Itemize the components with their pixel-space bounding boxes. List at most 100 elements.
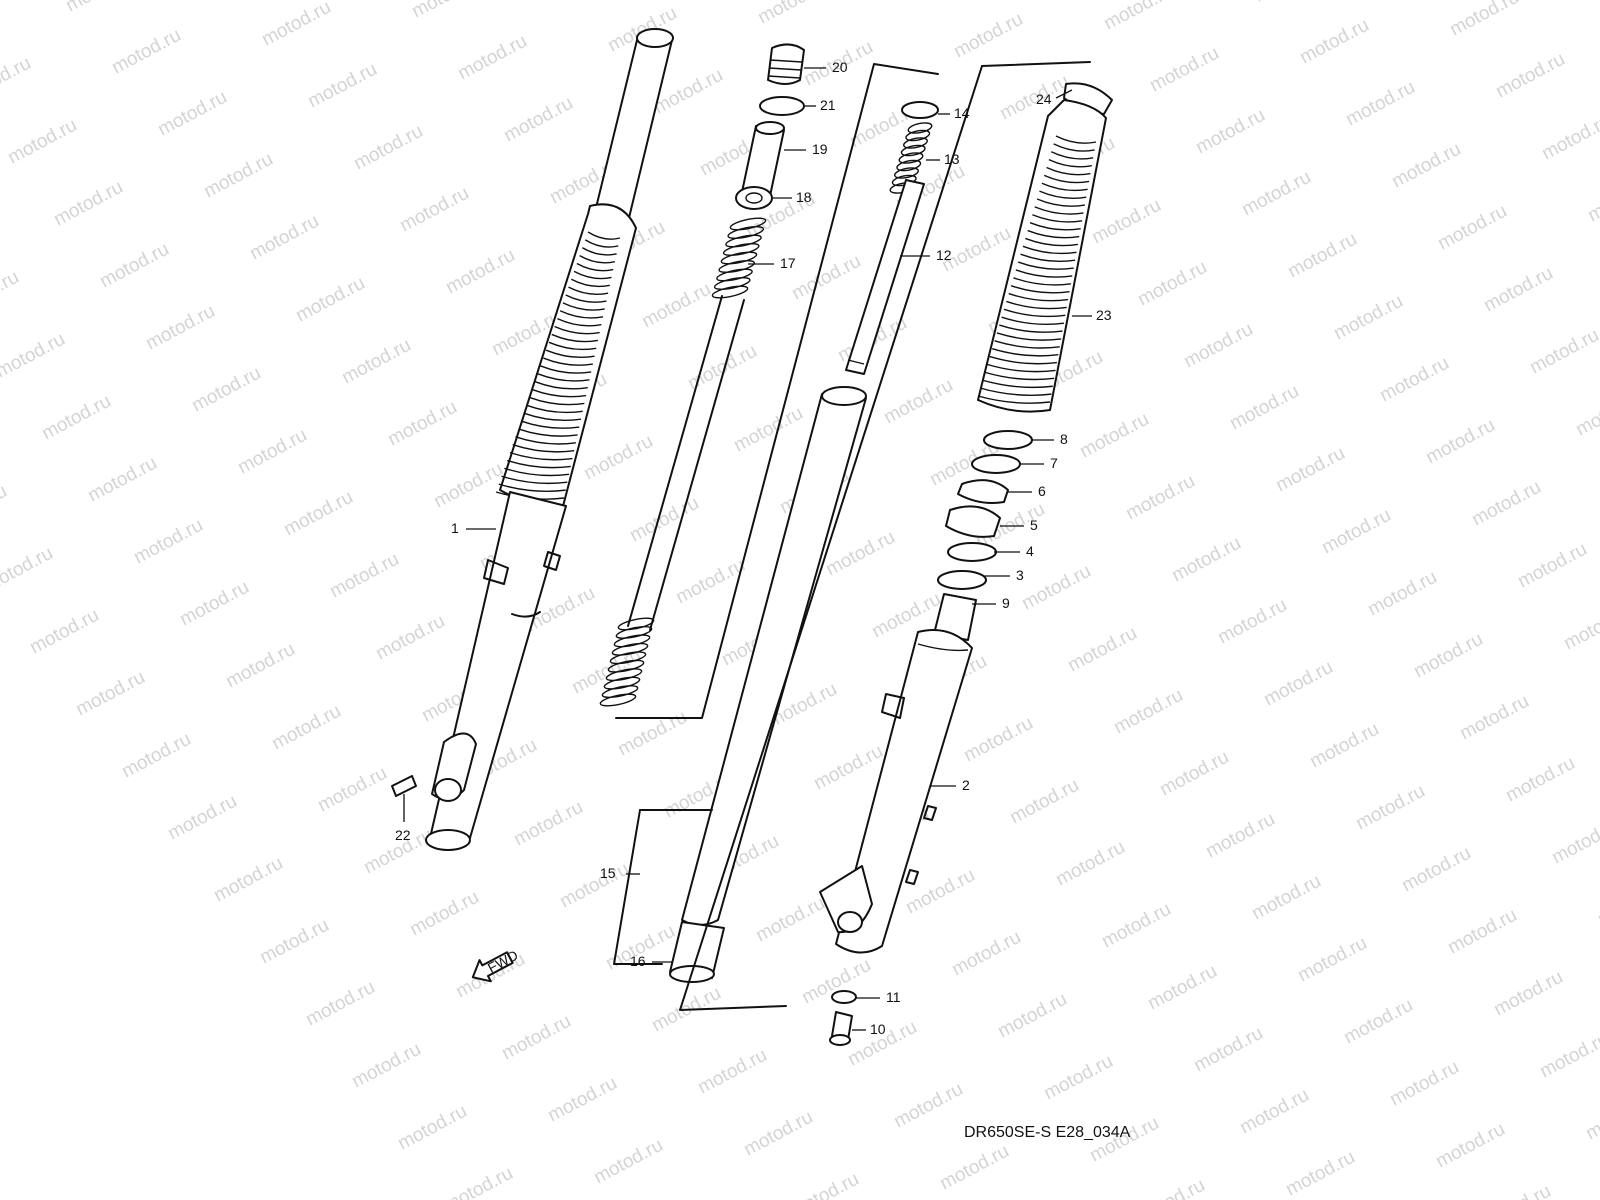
spring-coil [611, 642, 649, 656]
damper-rod-parts [669, 101, 939, 983]
boot-rib [1046, 166, 1091, 176]
watermark-text: motod.ru [314, 763, 390, 817]
watermark-text: motod.ru [498, 1011, 574, 1065]
watermark-text: motod.ru [430, 459, 506, 513]
watermark-text: motod.ru [292, 273, 368, 327]
watermark-text: motod.ru [1492, 49, 1568, 103]
spring-coil [615, 625, 653, 639]
right-fork-assembly [819, 82, 1113, 1046]
boot-rib [1003, 308, 1066, 318]
watermark-text: motod.ru [304, 59, 380, 113]
watermark-text: motod.ru [1560, 601, 1600, 655]
boot-rib [559, 310, 604, 319]
callout-3: 3 [1016, 567, 1024, 583]
watermark-text: motod.ru [200, 149, 276, 203]
spring-coil [894, 167, 919, 179]
boot-rib [557, 318, 602, 327]
watermark-text: motod.ru [1250, 0, 1326, 6]
boot-rib [534, 381, 588, 390]
watermark-text: motod.ru [1260, 657, 1336, 711]
fork-spring-top [711, 217, 767, 299]
watermark-text: motod.ru [590, 1135, 666, 1189]
callout-6: 6 [1038, 483, 1046, 499]
boot-rib [989, 355, 1058, 365]
watermark-text: motod.ru [752, 893, 828, 947]
watermark-text: motod.ru [638, 279, 714, 333]
callout-8: 8 [1060, 431, 1068, 447]
o-ring [759, 96, 805, 116]
watermark-text: motod.ru [350, 121, 426, 175]
boot-rib [551, 333, 599, 343]
boot-rib [1027, 229, 1080, 239]
callout-12: 12 [936, 247, 952, 263]
boot-rib [1017, 261, 1074, 270]
callout-2: 2 [962, 777, 970, 793]
spring-coil [725, 234, 762, 248]
boot-rib [568, 286, 609, 295]
watermark-text: motod.ru [1282, 1147, 1358, 1200]
bushing-4 [947, 542, 997, 562]
callout-21: 21 [820, 97, 836, 113]
watermark-text: motod.ru [1296, 15, 1372, 69]
boot-rib [996, 332, 1062, 341]
callout-16: 16 [630, 953, 646, 969]
watermark-text: motod.ru [556, 859, 632, 913]
watermark-text: motod.ru [1352, 781, 1428, 835]
washer-11 [831, 990, 857, 1004]
watermark-text: motod.ru [950, 9, 1026, 63]
left-tube-bottom [425, 829, 471, 851]
watermark-text: motod.ru [614, 707, 690, 761]
boot-rib [518, 428, 578, 437]
boot-rib [1006, 300, 1067, 310]
watermark-text: motod.ru [176, 577, 252, 631]
watermark-text: motod.ru [442, 245, 518, 299]
boot-rib [526, 404, 583, 414]
boot-rib [573, 270, 612, 280]
spring-coil [898, 152, 924, 164]
boot-rib [1025, 237, 1078, 247]
watermark-text: motod.ru [786, 1169, 862, 1200]
boot-rib [1020, 253, 1076, 263]
boot-rib [512, 444, 575, 453]
callout-15: 15 [600, 865, 616, 881]
spring-coil [713, 277, 751, 290]
watermark-text: motod.ru [0, 267, 23, 321]
watermark-text: motod.ru [256, 915, 332, 969]
watermark-text: motod.ru [880, 375, 956, 429]
boot-rib [1022, 245, 1077, 255]
watermark-text: motod.ru [1388, 139, 1464, 193]
boot-rib [1008, 292, 1069, 302]
boot-rib [1013, 277, 1072, 286]
watermark-text: motod.ru [96, 239, 172, 293]
watermark-text: motod.ru [1202, 809, 1278, 863]
watermark-text: motod.ru [62, 0, 138, 16]
boot-rib [531, 388, 587, 398]
watermark-text: motod.ru [1284, 229, 1360, 283]
boot-rib [554, 325, 600, 335]
watermark-text: motod.ru [0, 53, 35, 107]
watermark-text: motod.ru [788, 251, 864, 305]
boot-rib [506, 459, 571, 469]
spring-coil [617, 617, 655, 631]
watermark-text: motod.ru [1410, 629, 1486, 683]
watermark-text: motod.ru [268, 701, 344, 755]
watermark-text: motod.ru [1422, 415, 1498, 469]
spring-coil [729, 217, 767, 231]
watermark-text: motod.ru [384, 397, 460, 451]
watermark-text: motod.ru [936, 1141, 1012, 1195]
watermark-text: motod.ru [1386, 1057, 1462, 1111]
boot-rib [529, 396, 585, 406]
watermark-text: motod.ru [510, 797, 586, 851]
watermark-text: motod.ru [454, 31, 530, 85]
callout-22: 22 [395, 827, 411, 843]
watermark-text: motod.ru [1146, 43, 1222, 97]
oil-seal-6 [957, 479, 1009, 504]
watermark-text: motod.ru [500, 93, 576, 147]
spring-coil [607, 659, 645, 673]
watermark-text: motod.ru [822, 527, 898, 581]
boot-rib [991, 348, 1059, 357]
callout-10: 10 [870, 1021, 886, 1037]
watermark-text: motod.ru [154, 87, 230, 141]
spring-coil [907, 122, 933, 134]
